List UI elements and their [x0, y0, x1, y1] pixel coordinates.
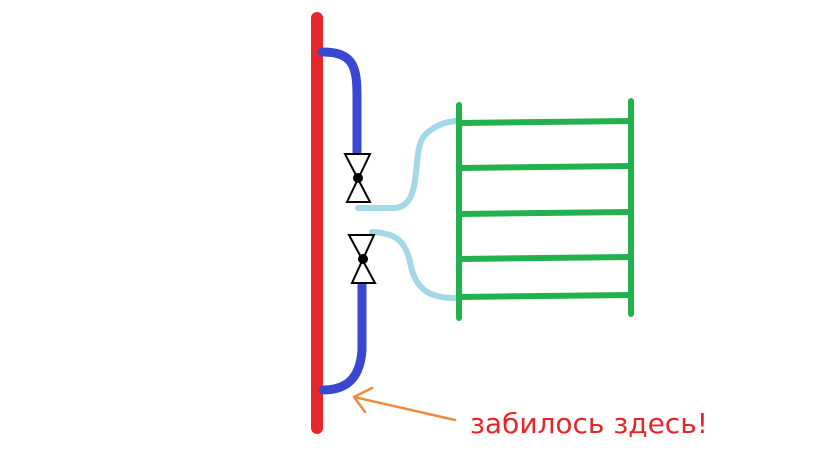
upper-valve-icon [343, 153, 372, 203]
towel-rail-rung [456, 163, 634, 171]
towel-rail-rung [456, 254, 634, 262]
lower-valve-icon [347, 234, 377, 284]
towel-rail-rung [456, 118, 634, 126]
towel-rail-rung [456, 209, 634, 217]
upper-connector-pipe [355, 118, 462, 211]
clog-annotation-label: забилось здесь! [470, 407, 708, 440]
towel-rail-rung [456, 292, 634, 300]
lower-return-pipe [318, 278, 367, 395]
lower-connector-pipe [369, 229, 462, 302]
upper-supply-pipe [317, 47, 362, 157]
towel-rail [456, 98, 634, 321]
arrow-icon [352, 386, 457, 422]
